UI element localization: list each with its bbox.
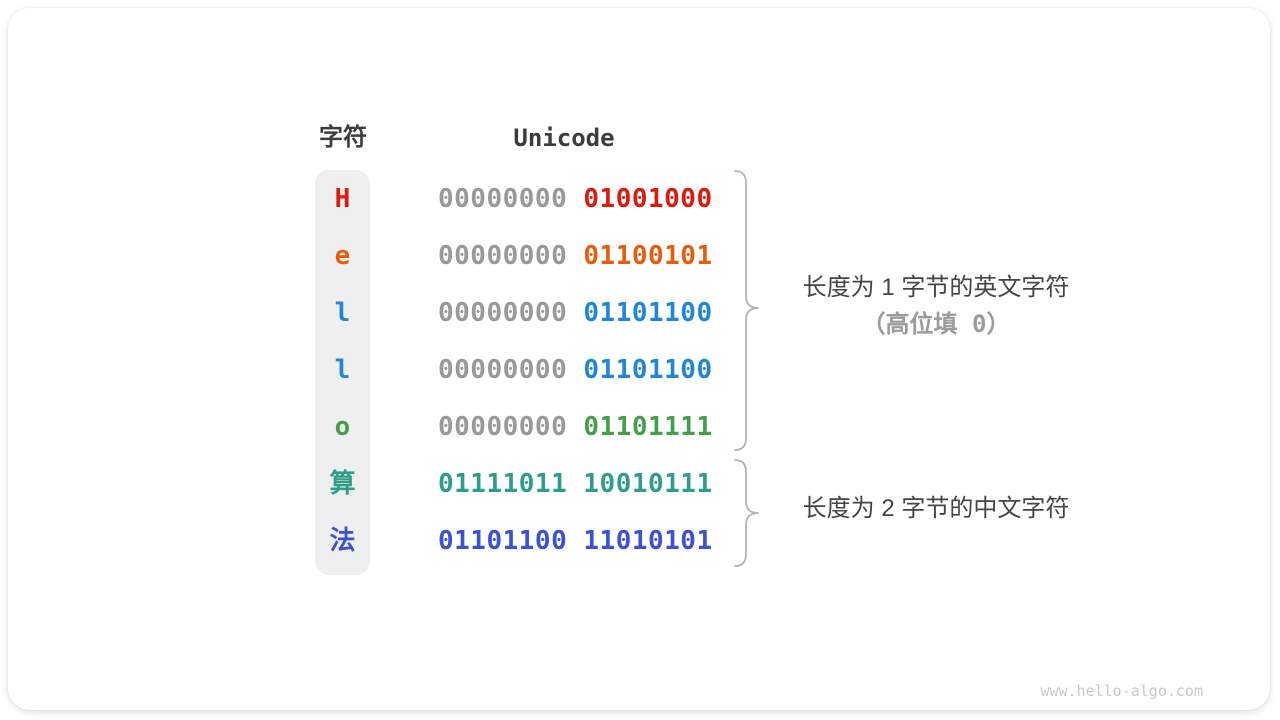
english-group-sublabel: （高位填 0） <box>861 310 1011 338</box>
unicode-binary: 00000000 01101111 <box>438 412 713 442</box>
figure-card: 字符 Unicode H 00000000 01001000 e 00000000 0… <box>8 8 1270 710</box>
char-cell: 算 <box>329 469 356 499</box>
unicode-binary: 00000000 01100101 <box>438 241 713 271</box>
byte-high: 00000000 <box>438 412 568 442</box>
byte-high: 00000000 <box>438 298 568 328</box>
char-cell: o <box>334 412 351 442</box>
char-cell: H <box>334 184 351 214</box>
unicode-binary: 00000000 01101100 <box>438 355 713 385</box>
char-column-background <box>315 170 370 575</box>
char-cell: 法 <box>329 526 356 556</box>
unicode-binary: 01101100 11010101 <box>438 526 713 556</box>
unicode-binary: 00000000 01101100 <box>438 298 713 328</box>
char-cell: l <box>334 355 351 385</box>
unicode-column-header: Unicode <box>513 124 615 152</box>
byte-low: 10010111 <box>583 469 713 499</box>
unicode-binary: 01111011 10010111 <box>438 469 713 499</box>
byte-high: 01101100 <box>438 526 568 556</box>
unicode-binary: 00000000 01001000 <box>438 184 713 214</box>
english-group-brace <box>734 170 759 451</box>
byte-low: 01101100 <box>583 298 713 328</box>
byte-high: 00000000 <box>438 184 568 214</box>
char-cell: l <box>334 298 351 328</box>
byte-high: 01111011 <box>438 469 568 499</box>
char-column-header: 字符 <box>319 124 367 151</box>
chinese-group-label: 长度为 2 字节的中文字符 <box>802 495 1070 522</box>
english-group-label: 长度为 1 字节的英文字符 <box>802 274 1070 301</box>
byte-high: 00000000 <box>438 355 568 385</box>
byte-low: 01101111 <box>583 412 713 442</box>
chinese-group-brace <box>734 459 759 567</box>
byte-low: 01100101 <box>583 241 713 271</box>
char-cell: e <box>334 241 351 271</box>
byte-low: 01101100 <box>583 355 713 385</box>
byte-low: 11010101 <box>583 526 713 556</box>
byte-low: 01001000 <box>583 184 713 214</box>
byte-high: 00000000 <box>438 241 568 271</box>
watermark: www.hello-algo.com <box>1040 682 1203 700</box>
